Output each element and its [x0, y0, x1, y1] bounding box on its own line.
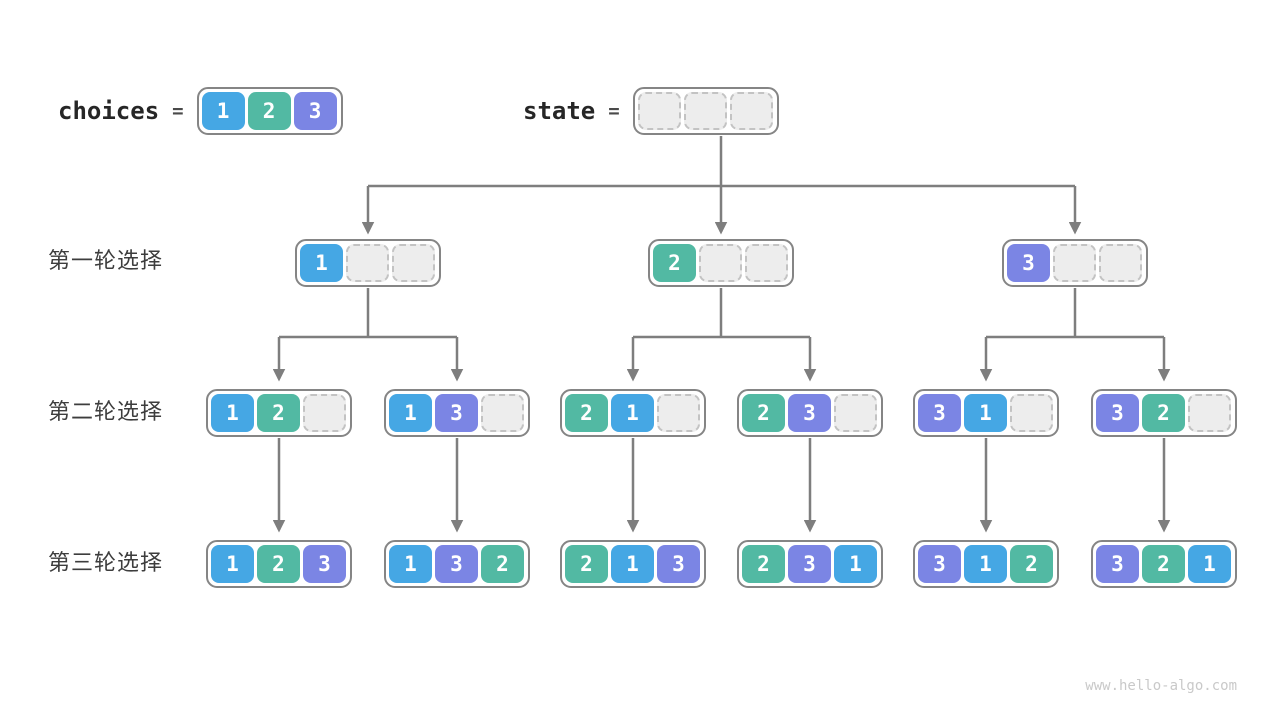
- state-group: state =: [523, 87, 779, 135]
- choices-equals-sign: =: [172, 100, 184, 122]
- cell-1: 1: [964, 545, 1007, 583]
- cell-3: 3: [435, 545, 478, 583]
- row-label-round-3: 第三轮选择: [48, 551, 164, 576]
- cell-2: 2: [257, 394, 300, 432]
- state-box-l1-0: 1: [295, 239, 441, 287]
- empty-cell: [481, 394, 524, 432]
- cell-1: 1: [201, 92, 245, 130]
- empty-cell: [1099, 244, 1142, 282]
- cell-3: 3: [918, 394, 961, 432]
- empty-cell: [729, 92, 773, 130]
- empty-cell: [657, 394, 700, 432]
- row-label-round-1: 第一轮选择: [48, 249, 164, 274]
- empty-cell: [699, 244, 742, 282]
- watermark: www.hello-algo.com: [1085, 678, 1237, 694]
- cell-3: 3: [293, 92, 337, 130]
- empty-cell: [303, 394, 346, 432]
- cell-2: 2: [247, 92, 291, 130]
- cell-1: 1: [834, 545, 877, 583]
- cell-3: 3: [1007, 244, 1050, 282]
- state-array: [632, 87, 779, 135]
- cell-2: 2: [653, 244, 696, 282]
- empty-cell: [637, 92, 681, 130]
- cell-1: 1: [300, 244, 343, 282]
- cell-2: 2: [481, 545, 524, 583]
- empty-cell: [1010, 394, 1053, 432]
- empty-cell: [683, 92, 727, 130]
- cell-2: 2: [565, 545, 608, 583]
- cell-2: 2: [1010, 545, 1053, 583]
- cell-1: 1: [964, 394, 1007, 432]
- cell-2: 2: [1142, 545, 1185, 583]
- cell-3: 3: [303, 545, 346, 583]
- cell-2: 2: [742, 394, 785, 432]
- cell-1: 1: [611, 394, 654, 432]
- cell-2: 2: [742, 545, 785, 583]
- empty-cell: [346, 244, 389, 282]
- empty-cell: [834, 394, 877, 432]
- cell-1: 1: [389, 394, 432, 432]
- cell-3: 3: [788, 394, 831, 432]
- cell-1: 1: [211, 394, 254, 432]
- cell-3: 3: [435, 394, 478, 432]
- row-label-round-2: 第二轮选择: [48, 400, 164, 425]
- cell-2: 2: [565, 394, 608, 432]
- state-box-l1-1: 2: [648, 239, 794, 287]
- cell-1: 1: [611, 545, 654, 583]
- cell-3: 3: [918, 545, 961, 583]
- cell-3: 3: [657, 545, 700, 583]
- empty-cell: [1188, 394, 1231, 432]
- cell-2: 2: [1142, 394, 1185, 432]
- empty-cell: [1053, 244, 1096, 282]
- state-label: state: [523, 97, 596, 125]
- cell-2: 2: [257, 545, 300, 583]
- cell-3: 3: [1096, 394, 1139, 432]
- cell-1: 1: [389, 545, 432, 583]
- cell-3: 3: [788, 545, 831, 583]
- state-equals-sign: =: [608, 100, 620, 122]
- cell-1: 1: [211, 545, 254, 583]
- state-box-l1-2: 3: [1002, 239, 1148, 287]
- choices-label: choices: [58, 97, 160, 125]
- cell-1: 1: [1188, 545, 1231, 583]
- empty-cell: [745, 244, 788, 282]
- cell-3: 3: [1096, 545, 1139, 583]
- empty-cell: [392, 244, 435, 282]
